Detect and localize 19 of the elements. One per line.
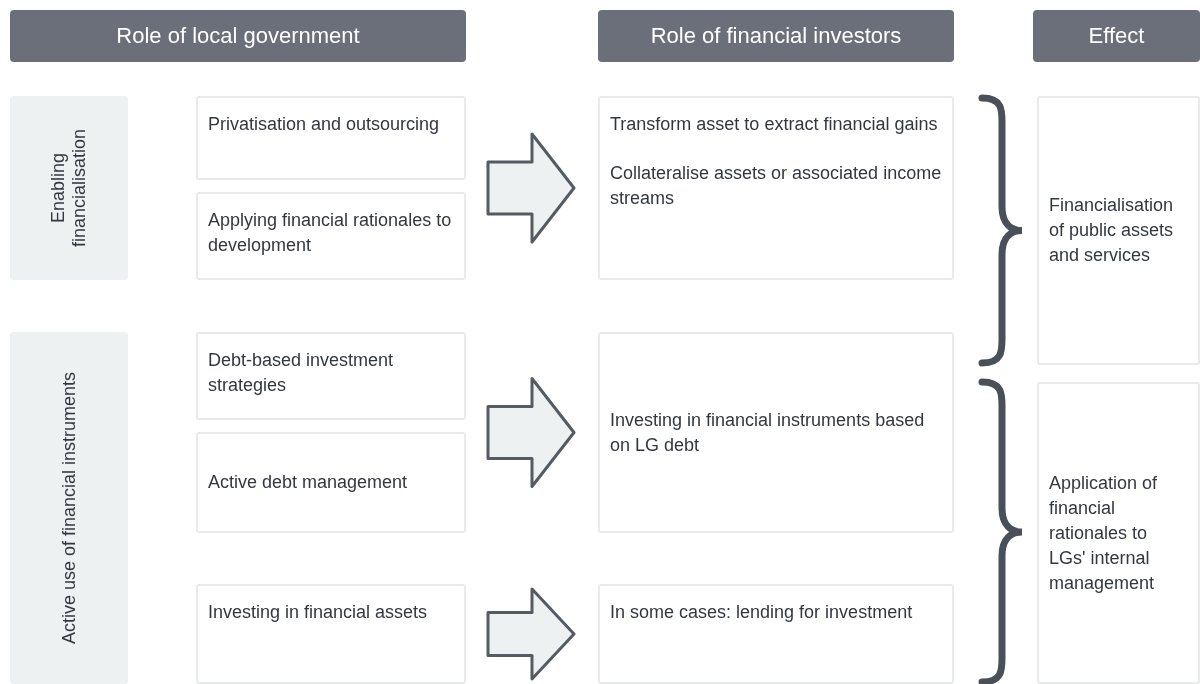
box-text: Debt-based investment strategies: [208, 349, 395, 397]
box-text: Privatisation and outsourcing: [208, 113, 441, 136]
box-text: Application of financial rationales to LGs' internal management: [1049, 471, 1159, 595]
box-text: Transform asset to extract financial gains: [610, 113, 939, 136]
block-arrow: [486, 377, 576, 488]
column-header: Effect: [1033, 10, 1200, 62]
box-text: Applying financial rationales to development: [208, 209, 453, 257]
row-label: Enabling financialisation: [48, 127, 90, 250]
box-text: Investing in financial assets: [208, 601, 429, 624]
box-text: Investing in financial instruments based on LG debt: [610, 408, 926, 457]
row-label: Active use of financial instruments: [58, 370, 80, 647]
block-arrow: [486, 132, 576, 244]
box-text: Collateralise assets or associated income streams: [610, 162, 942, 210]
column-header: Role of financial investors: [598, 10, 954, 62]
column-header: Role of local government: [10, 10, 466, 62]
block-arrow: [486, 587, 576, 681]
box-text: Active debt management: [208, 471, 409, 494]
box-text: In some cases: lending for investment: [610, 601, 914, 624]
box-text: Financialisation of public assets and services: [1049, 194, 1175, 267]
